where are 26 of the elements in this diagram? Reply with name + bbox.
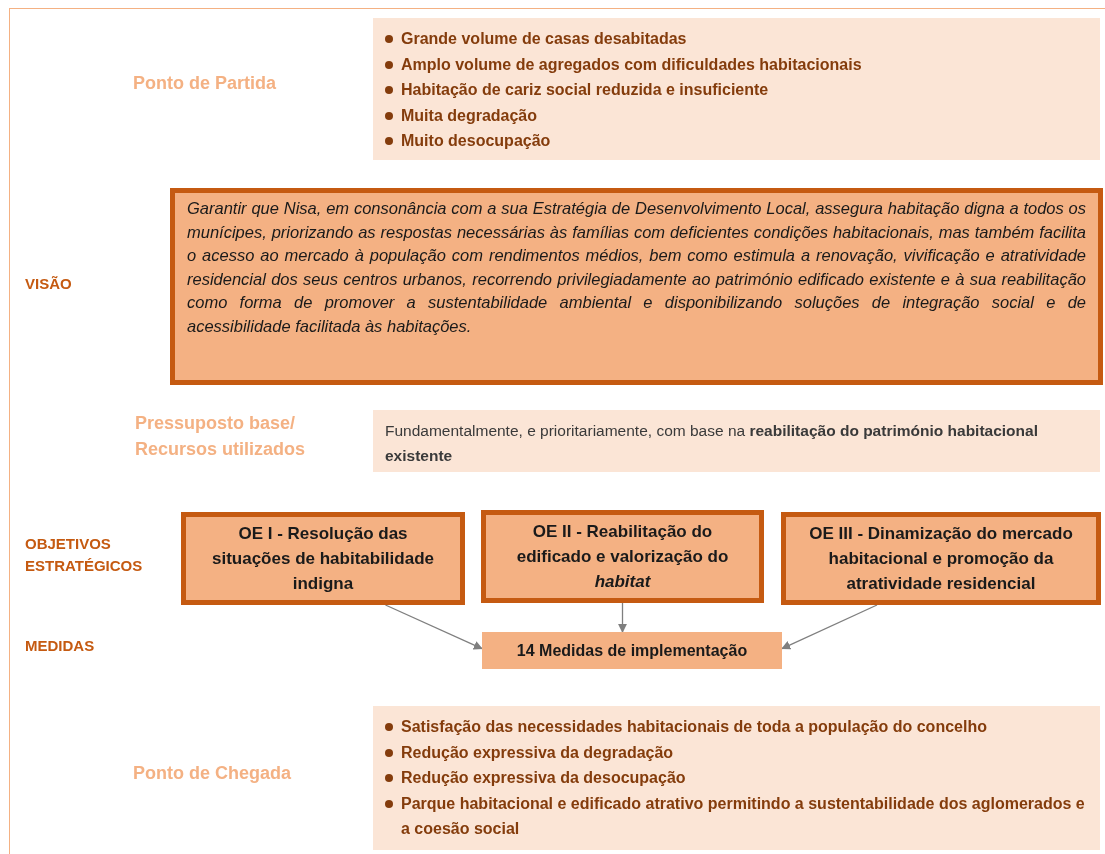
objective-box: OE I - Resolução das situações de habitabilidade indigna — [181, 512, 465, 605]
arrow — [617, 602, 628, 633]
bullet-text: Muita degradação — [401, 105, 538, 126]
bullet-text: Muito desocupação — [401, 131, 551, 151]
row-label: Ponto de Partida — [133, 72, 277, 95]
vision-box: Garantir que Nisa, em consonância com a sua Estratégia de Desenvolvimento Local, assegura habitação digna a todos os munícipes, priorizando as respostas necessárias às famílias com deficientes condições habitacionais, mas também facilita o acesso ao mercado à população com rendimentos médios, bem como estimula a renovação, vivificação e atratividade residencial dos seus centros urbanos, recorrendo privilegiadamente ao património edificado existente e à sua reabilitação como forma de promover a sustentabilidade ambiental e disponibilizando soluções de integração social e de acessibilidade facilitada às habitações. — [170, 188, 1103, 385]
row-label: MEDIDAS — [25, 636, 96, 656]
arrow — [384, 604, 483, 650]
bullet-text: Habitação de cariz social reduzida e insuficiente — [401, 80, 769, 100]
objective-box: OE II - Reabilitação do edificado e valorização do habitat — [481, 510, 764, 603]
row-label: OBJETIVOS ESTRATÉGICOS — [25, 534, 144, 576]
row-label: Ponto de Chegada — [133, 762, 292, 785]
bullet-text: Redução expressiva da desocupação — [401, 768, 686, 788]
bullet-list-box — [373, 706, 1100, 850]
measures-box: 14 Medidas de implementação — [482, 632, 782, 669]
row-label: VISÃO — [25, 274, 73, 294]
bullet-text: Satisfação das necessidades habitacionais de toda a população do concelho — [401, 717, 987, 737]
objective-box: OE III - Dinamização do mercado habitacional e promoção da atratividade residencial — [781, 512, 1101, 605]
row-label: Pressuposto base/ Recursos utilizados — [135, 412, 307, 461]
arrow — [781, 604, 878, 650]
bullet-text: Amplo volume de agregados com dificuldades habitacionais — [401, 54, 862, 75]
bullet-text: Redução expressiva da degradação — [401, 742, 674, 763]
bullet-text: Grande volume de casas desabitadas — [401, 29, 687, 49]
bullet-text: Parque habitacional e edificado atrativo permitindo a sustentabilidade dos aglomerados e a coesão social — [401, 793, 1086, 839]
bullet-list-box — [373, 18, 1100, 160]
note-box: Fundamentalmente, e prioritariamente, com base na reabilitação do património habitacional existente — [373, 410, 1100, 472]
